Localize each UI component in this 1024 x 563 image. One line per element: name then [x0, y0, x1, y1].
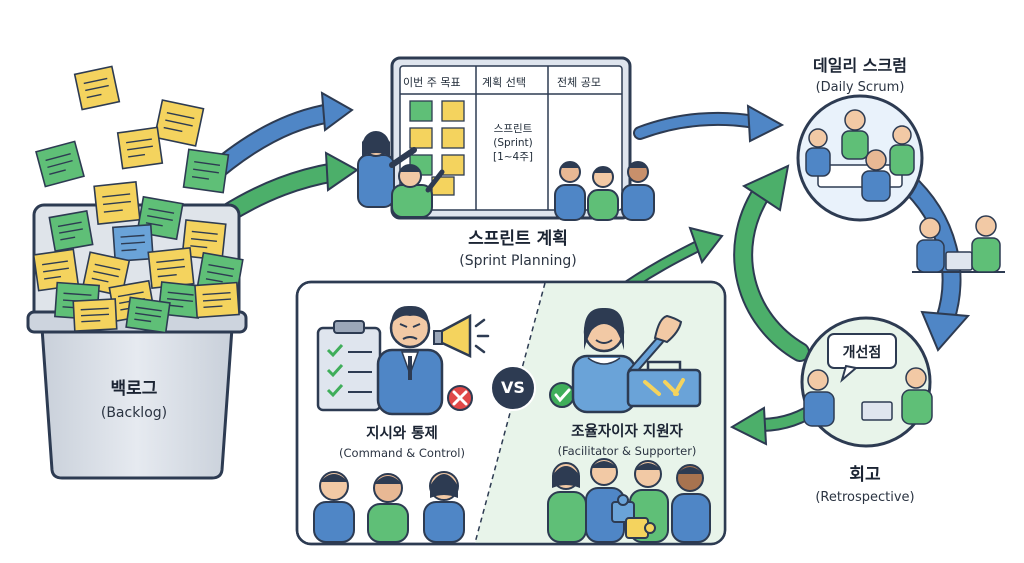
sticky-note: [147, 247, 195, 289]
sticky-note: [73, 65, 121, 111]
board-sprint-label: 스프린트: [493, 123, 533, 135]
planning-to-daily-arrow: [633, 104, 785, 143]
improvement-bubble-text: 개선점: [842, 345, 882, 361]
sticky-note: [112, 223, 154, 263]
board-header-all-open: 전체 공모: [557, 76, 601, 89]
daily-scrum-title: 데일리 스크럼: [813, 56, 907, 75]
sticky-note: [35, 140, 85, 188]
backlog-title: 백로그: [110, 379, 158, 399]
laptop-icon: [945, 251, 973, 271]
board-sprint-english: (Sprint): [493, 137, 533, 149]
board-sprint-duration: [1~4주]: [492, 151, 533, 163]
board-header-weekly-goal: 이번 주 목표: [403, 76, 461, 89]
cycle-arrow-daily-to-retro: [895, 170, 971, 352]
command-control-title: 지시와 통제: [366, 426, 438, 442]
remote-team-pair: [912, 215, 1005, 273]
facilitator-supporter-title: 조율자이자 지원자: [571, 424, 683, 440]
planning-audience-group: [554, 161, 655, 221]
backlog-label: 백로그 (Backlog): [54, 374, 214, 421]
improvement-bubble: [827, 333, 897, 369]
sticky-note: [125, 296, 171, 334]
clipboard-check-icon: [316, 320, 382, 412]
sticky-note: [194, 281, 240, 319]
command-control-subtitle: (Command & Control): [339, 446, 465, 460]
toolbox-icon: [626, 360, 702, 408]
bin-body: [40, 326, 234, 480]
backlog-subtitle: (Backlog): [100, 405, 168, 421]
vs-text: VS: [501, 378, 525, 397]
retrospective-title: 회고: [849, 465, 881, 485]
puzzle-piece-icon: [611, 494, 656, 539]
sticky-note: [48, 210, 94, 252]
sticky-note: [182, 148, 230, 194]
sticky-note: [32, 248, 80, 292]
sprint-planning-title: 스프린트 계획: [468, 229, 568, 249]
check-mark-icon: [549, 382, 575, 408]
board-header-plan-select: 계획 선택: [482, 76, 526, 89]
cycle-arrow-retro-to-daily: [733, 164, 810, 362]
command-team-group: [313, 471, 465, 543]
planning-pointing-man: [391, 164, 445, 218]
facilitator-woman: [571, 307, 683, 414]
cross-mark-icon: [447, 385, 473, 411]
facilitator-supporter-label: 조율자이자 지원자 (Facilitator & Supporter): [538, 420, 716, 458]
planning-presenter-woman: [357, 131, 417, 208]
command-control-label: 지시와 통제 (Command & Control): [312, 422, 492, 460]
backlog-sticky-notes: [32, 65, 244, 334]
sprint-planning-subtitle: (Sprint Planning): [459, 253, 577, 269]
daily-scrum-circle: [796, 94, 924, 222]
sticky-note: [116, 126, 164, 170]
board-sprint-cell: 스프린트 (Sprint) [1~4주]: [478, 122, 548, 164]
sticky-note: [93, 181, 141, 225]
megaphone-icon: [433, 313, 490, 358]
vs-badge: [490, 365, 536, 411]
facilitator-supporter-subtitle: (Facilitator & Supporter): [557, 444, 697, 458]
sprint-planning-label: 스프린트 계획 (Sprint Planning): [418, 224, 618, 269]
daily-scrum-label: 데일리 스크럼 (Daily Scrum): [780, 52, 940, 95]
sticky-note: [153, 99, 205, 147]
commanding-manager: [376, 305, 444, 416]
retrospective-label: 회고 (Retrospective): [790, 460, 940, 505]
retrospective-circle: [800, 316, 933, 448]
retrospective-subtitle: (Retrospective): [815, 490, 915, 505]
sticky-note: [72, 298, 118, 332]
daily-scrum-subtitle: (Daily Scrum): [815, 80, 905, 95]
backlog-to-planning-arrows: [195, 91, 359, 225]
